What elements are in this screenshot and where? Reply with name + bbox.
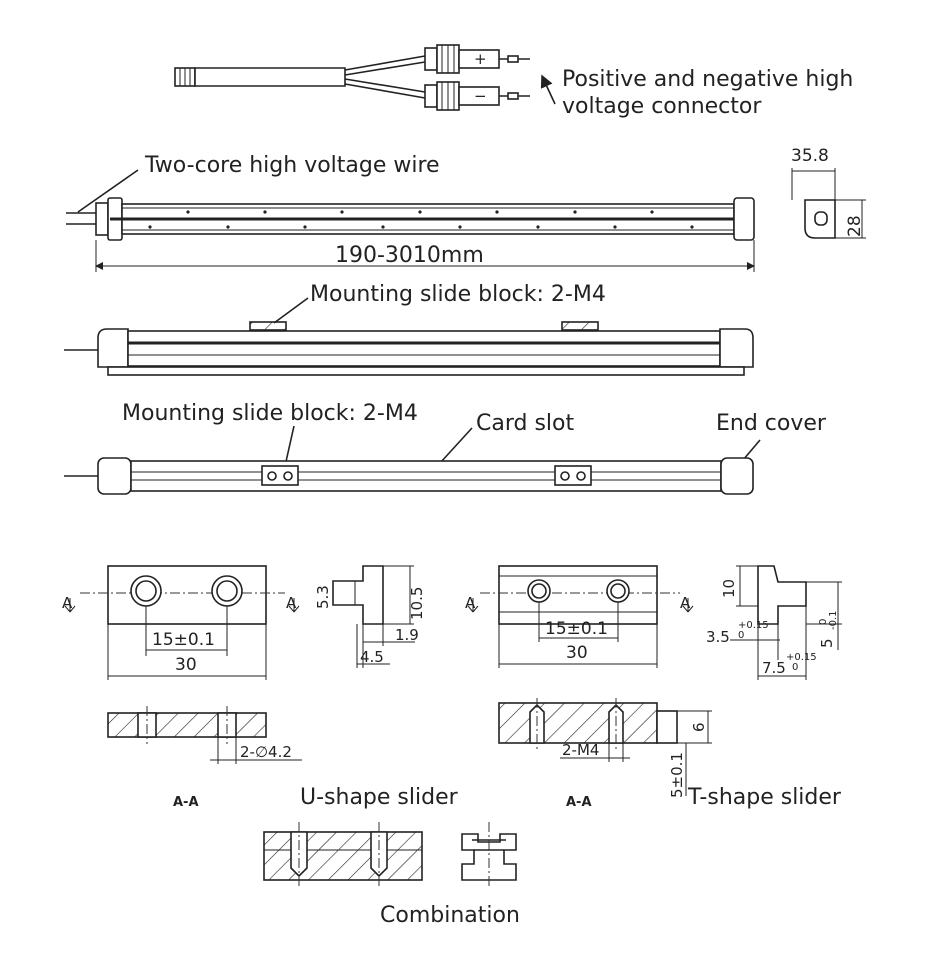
section-mark-t-left: A	[465, 594, 476, 612]
t-slider-section-view: 2-M4 6 5±0.1 A-A	[498, 698, 712, 810]
section-mark-t-right: A	[680, 594, 691, 612]
card-slot-label: Card slot	[476, 411, 574, 436]
u-hole-dia-dim: 2-∅4.2	[240, 743, 292, 761]
u-side-h2-dim: 10.5	[408, 587, 426, 620]
combination-label: Combination	[380, 903, 520, 928]
end-width-dim: 35.8	[791, 146, 829, 166]
section-mark-u-left: A	[62, 594, 73, 612]
section-mark-u-right: A	[286, 594, 297, 612]
end-view: 35.8 28	[791, 146, 866, 239]
t-slider-label: T-shape slider	[687, 785, 842, 810]
t-side-h2-dim: 5	[818, 638, 836, 648]
u-hole-spacing-dim: 15±0.1	[152, 630, 215, 650]
wire-label: Two-core high voltage wire	[144, 153, 440, 178]
t-tol1-upper: +0.15	[738, 620, 769, 631]
u-length-dim: 30	[175, 655, 197, 675]
connector-label-line1: Positive and negative high	[562, 67, 853, 92]
hv-connector-drawing: + −	[174, 44, 530, 111]
t-thread-dim: 2-M4	[562, 741, 599, 759]
t-base-dim: 5±0.1	[668, 752, 686, 798]
minus-sign: −	[474, 87, 487, 105]
combination-view	[263, 822, 517, 888]
t-depth-dim: 6	[690, 722, 708, 732]
t-side-h-dim: 10	[720, 579, 738, 598]
u-slider-section-view: 2-∅4.2 A-A	[107, 706, 302, 810]
connector-label-line2: voltage connector	[562, 94, 762, 119]
t-tol1-lower: 0	[738, 630, 744, 641]
t-length-dim: 30	[566, 643, 588, 663]
t-slider-side-view: 10 0 -0.1 5 3.5 +0.15 0 7.5 +0.15 0	[706, 565, 842, 680]
t-side-w2-dim: 7.5	[762, 659, 786, 677]
u-slider-front-view: A A 15±0.1 30	[62, 565, 300, 680]
slide-block-label-bottom: Mounting slide block: 2-M4	[122, 401, 418, 426]
u-side-w2-dim: 4.5	[360, 648, 384, 666]
slide-block-label-top: Mounting slide block: 2-M4	[310, 282, 606, 307]
t-hole-spacing-dim: 15±0.1	[545, 619, 608, 639]
bar-top-view	[66, 197, 755, 241]
end-cover-label: End cover	[716, 411, 827, 436]
t-tol3-lower: -0.1	[828, 610, 839, 630]
length-dimension: 190-3010mm	[335, 243, 484, 268]
plus-sign: +	[474, 50, 487, 68]
t-tol3-upper: 0	[818, 619, 829, 625]
u-slider-side-view: 5.3 10.5 1.9 4.5	[314, 565, 426, 668]
u-slider-label: U-shape slider	[300, 785, 459, 810]
u-side-w1-dim: 1.9	[395, 626, 419, 644]
t-side-w1-dim: 3.5	[706, 628, 730, 646]
bar-side-view	[64, 321, 754, 376]
t-tol2-upper: +0.15	[786, 652, 817, 663]
t-section-label: A-A	[566, 795, 592, 810]
u-side-h1-dim: 5.3	[314, 585, 332, 609]
bar-bottom-view	[64, 457, 754, 495]
t-tol2-lower: 0	[792, 662, 798, 673]
end-height-dim: 28	[845, 215, 865, 237]
u-section-label: A-A	[173, 795, 199, 810]
t-slider-front-view: A A 15±0.1 30	[465, 565, 694, 668]
